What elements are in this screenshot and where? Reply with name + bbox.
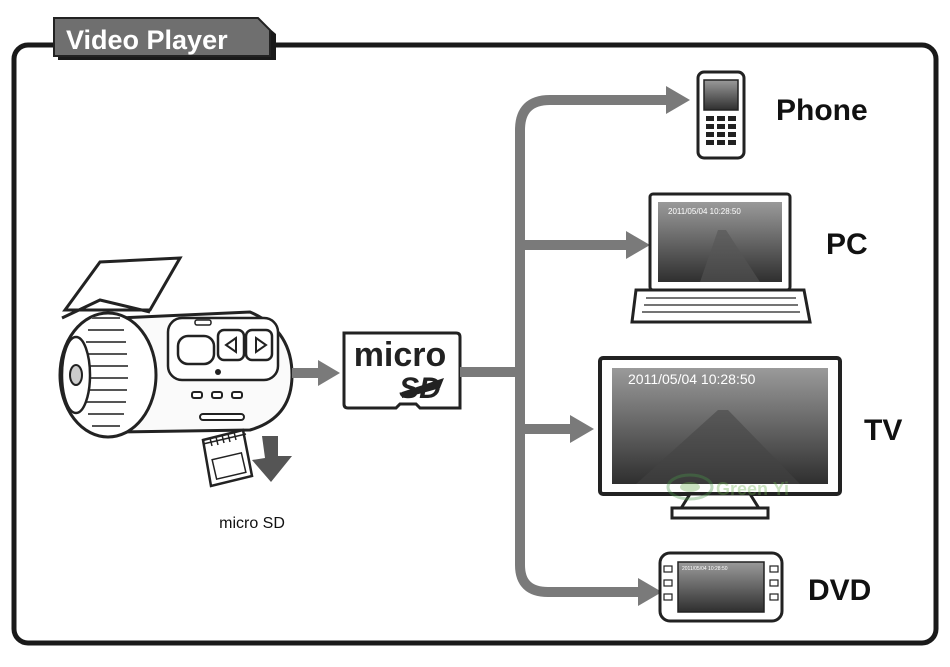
distribution-arrows <box>460 95 668 597</box>
watermark-text: Green Yi <box>716 479 789 499</box>
watermark-logo <box>666 473 714 501</box>
dvd-timestamp: 2011/05/04 10:28:50 <box>682 566 728 572</box>
phone-icon <box>696 70 746 160</box>
arrow-head-phone <box>666 86 690 114</box>
insert-arrow-icon <box>252 436 292 482</box>
arrow-camera-to-sd <box>292 360 340 386</box>
device-label-phone: Phone <box>776 94 868 127</box>
sd-logo-top: micro <box>354 336 447 374</box>
device-label-pc: PC <box>826 228 868 261</box>
microsd-logo <box>342 331 462 410</box>
dvd-player-icon <box>658 551 784 623</box>
micro-sd-card-icon <box>201 428 254 488</box>
arrow-head-pc <box>626 231 650 259</box>
title-tab <box>53 17 276 60</box>
page-title: Video Player <box>66 24 228 55</box>
device-label-dvd: DVD <box>808 574 871 607</box>
device-label-tv: TV <box>864 414 902 447</box>
laptop-timestamp: 2011/05/04 10:28:50 <box>668 207 741 216</box>
arrow-head-dvd <box>638 578 662 606</box>
tv-timestamp: 2011/05/04 10:28:50 <box>628 371 756 387</box>
micro-sd-label: micro SD <box>219 515 285 532</box>
sd-logo-bottom: SD <box>399 372 441 405</box>
dash-cam <box>58 256 294 439</box>
arrow-head-tv <box>570 415 594 443</box>
laptop-icon <box>630 192 812 324</box>
tv-icon <box>598 356 842 520</box>
